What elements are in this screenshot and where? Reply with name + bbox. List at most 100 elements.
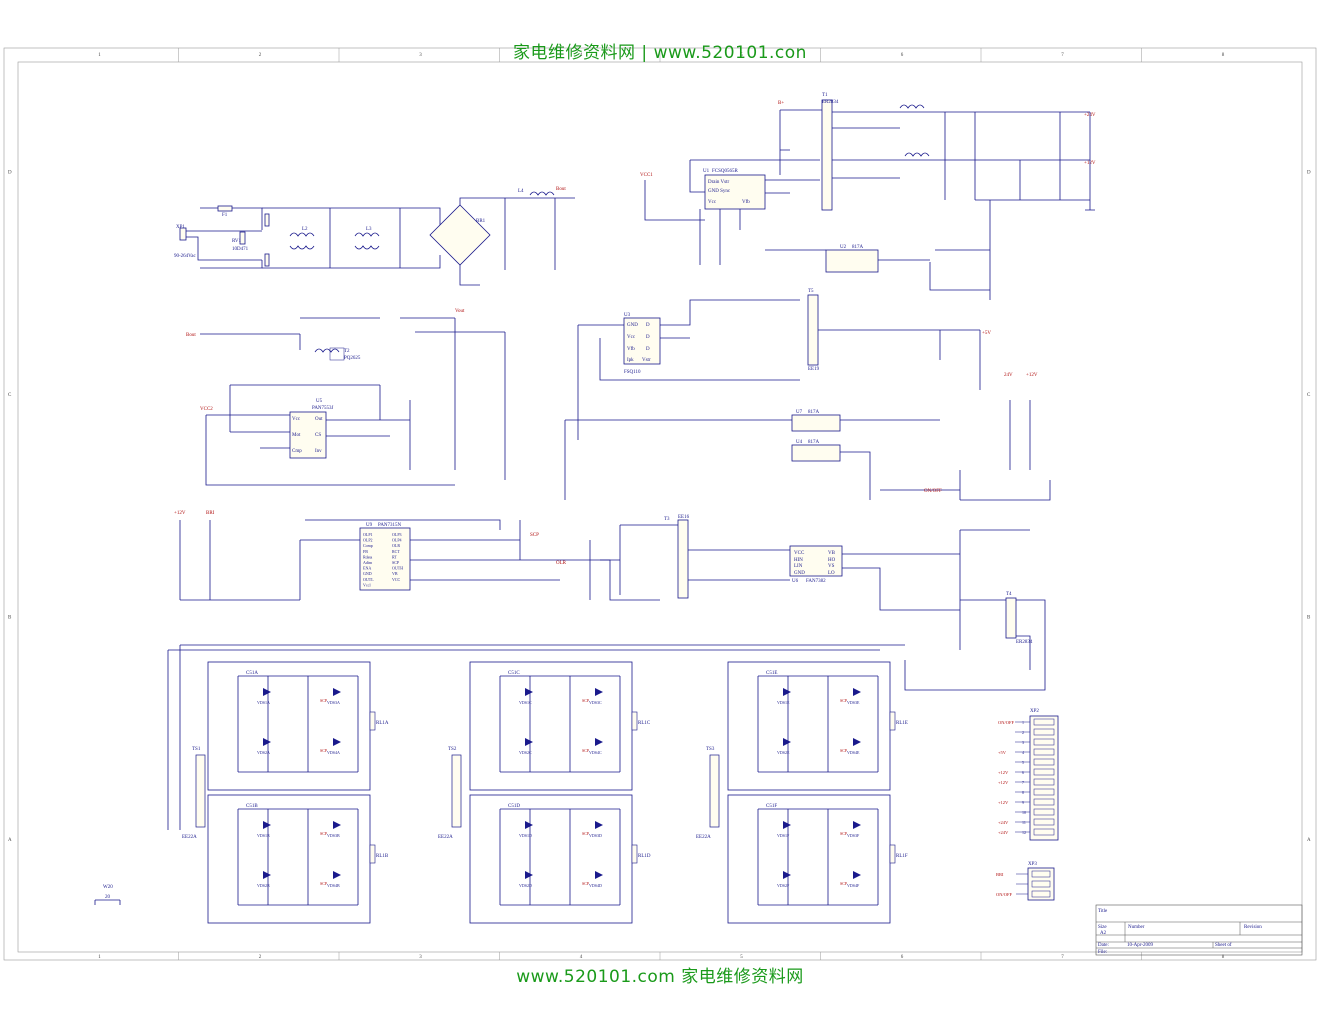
diode-label: VDS3C: [589, 700, 602, 705]
svg-text:VB: VB: [828, 551, 836, 556]
column-marker-top: 2: [259, 53, 262, 58]
diode-label: VDS2B: [257, 883, 270, 888]
connector-pin-label: +24V: [998, 830, 1009, 835]
chip-u9-pin: OLR: [392, 543, 400, 548]
ccfl-load-label: RL1E: [896, 721, 908, 726]
connector-pin-number: 4: [1022, 750, 1024, 755]
row-marker-left: A: [8, 838, 12, 843]
optocoupler-u2: [825, 249, 879, 273]
diode-label: VDS2D: [519, 883, 532, 888]
diode-label: VDS3A: [327, 700, 340, 705]
svg-text:U7: U7: [796, 410, 803, 415]
connector-pin-number: 11: [1022, 820, 1026, 825]
column-marker-top: 5: [740, 53, 743, 58]
row-marker-left: C: [8, 393, 12, 398]
svg-text:Vfb: Vfb: [742, 200, 750, 205]
standby-section: U3 FSQ110 GND Vcc Vfb Ipk D D D Vstr T5 …: [564, 289, 1051, 501]
svg-text:Vout: Vout: [455, 309, 465, 314]
diode-icon: [595, 821, 603, 829]
svg-text:FAN7382: FAN7382: [806, 579, 826, 584]
scp-label: SCP: [320, 831, 328, 836]
svg-text:XP2: XP2: [1030, 709, 1039, 714]
diode-icon: [853, 871, 861, 879]
ccfl-load-label: RL1A: [376, 721, 389, 726]
svg-text:T2: T2: [344, 349, 350, 354]
svg-text:FSQ110: FSQ110: [624, 370, 641, 375]
chip-u9-pin: OLP1: [363, 532, 373, 537]
svg-text:PQ2625: PQ2625: [344, 356, 361, 361]
connector-pin-label: +5V: [998, 750, 1007, 755]
connector-pin-label: +12V: [998, 770, 1009, 775]
connector-pin-number: 3: [1022, 740, 1024, 745]
ccfl-cap-label: C51E: [766, 671, 777, 676]
diode-icon: [263, 738, 271, 746]
diode-icon: [333, 688, 341, 696]
svg-text:LO: LO: [828, 571, 835, 576]
svg-text:+5V: +5V: [982, 331, 991, 336]
connector-pin-number: 1: [1022, 720, 1024, 725]
connector-pin: [1033, 748, 1055, 756]
svg-text:Number: Number: [1128, 925, 1145, 930]
column-marker-bottom: 6: [901, 955, 904, 960]
svg-text:817A: 817A: [808, 440, 820, 445]
svg-text:GND: GND: [794, 571, 805, 576]
svg-text:Sheet of: Sheet of: [1215, 943, 1232, 948]
svg-text:U3: U3: [624, 313, 631, 318]
svg-text:GND: GND: [627, 323, 638, 328]
connector-pin-label: BRI: [996, 872, 1004, 877]
svg-text:SCP: SCP: [530, 533, 539, 538]
svg-text:EE22A: EE22A: [696, 835, 711, 840]
bridge-rectifier: [429, 204, 491, 266]
svg-text:LIN: LIN: [794, 564, 803, 569]
svg-text:FCSQ0565R: FCSQ0565R: [712, 169, 739, 174]
chip-u9-pin: OLP2: [363, 538, 373, 543]
diode-label: VDS2F: [777, 883, 790, 888]
svg-text:CS: CS: [315, 433, 321, 438]
diode-label: VDS4A: [327, 750, 340, 755]
chip-u9-pin: Rdata: [363, 554, 373, 559]
svg-text:U2: U2: [840, 245, 847, 250]
svg-text:PAN7315N: PAN7315N: [378, 523, 402, 528]
input-connector[interactable]: [179, 227, 187, 241]
diode-icon: [783, 738, 791, 746]
jumper-w20: W20 20: [94, 885, 121, 905]
diode-icon: [595, 871, 603, 879]
connector-pin: [1033, 808, 1055, 816]
svg-text:T4: T4: [1006, 592, 1012, 597]
svg-text:Title: Title: [1098, 909, 1108, 914]
svg-text:24V: 24V: [1004, 373, 1013, 378]
connector-pin: [1031, 880, 1051, 888]
diode-icon: [525, 871, 533, 879]
diode-label: VDS4E: [847, 750, 860, 755]
chip-u9-pin: SCP: [392, 560, 400, 565]
svg-text:Size: Size: [1098, 925, 1107, 930]
diode-icon: [783, 688, 791, 696]
svg-text:Bout: Bout: [186, 333, 196, 338]
chip-u9: [359, 527, 411, 591]
svg-text:Vcc: Vcc: [627, 335, 636, 340]
svg-text:U1: U1: [703, 169, 710, 174]
connector-xp2-body[interactable]: [1029, 715, 1059, 841]
svg-text:817A: 817A: [808, 410, 820, 415]
svg-text:VCC2: VCC2: [200, 407, 213, 412]
svg-text:20: 20: [105, 895, 111, 900]
row-marker-right: A: [1307, 838, 1311, 843]
varistor-part-label: 10D471: [232, 247, 249, 252]
connector-pin: [1033, 758, 1055, 766]
svg-text:Mot: Mot: [292, 433, 301, 438]
connector-pin: [1033, 728, 1055, 736]
diode-label: VDS4D: [589, 883, 602, 888]
pfc-section: Bout T2 PQ2625 Vout U5 PAN7553J Vcc Mot …: [186, 309, 506, 486]
column-marker-bottom: 3: [419, 955, 422, 960]
connector-pin-label: +24V: [998, 820, 1009, 825]
connector-pin: [1033, 828, 1055, 836]
connector-pin: [1033, 788, 1055, 796]
column-marker-top: 4: [580, 53, 583, 58]
inductor-t2: [329, 347, 345, 361]
diode-icon: [853, 821, 861, 829]
diode-label: VDS2C: [519, 750, 532, 755]
